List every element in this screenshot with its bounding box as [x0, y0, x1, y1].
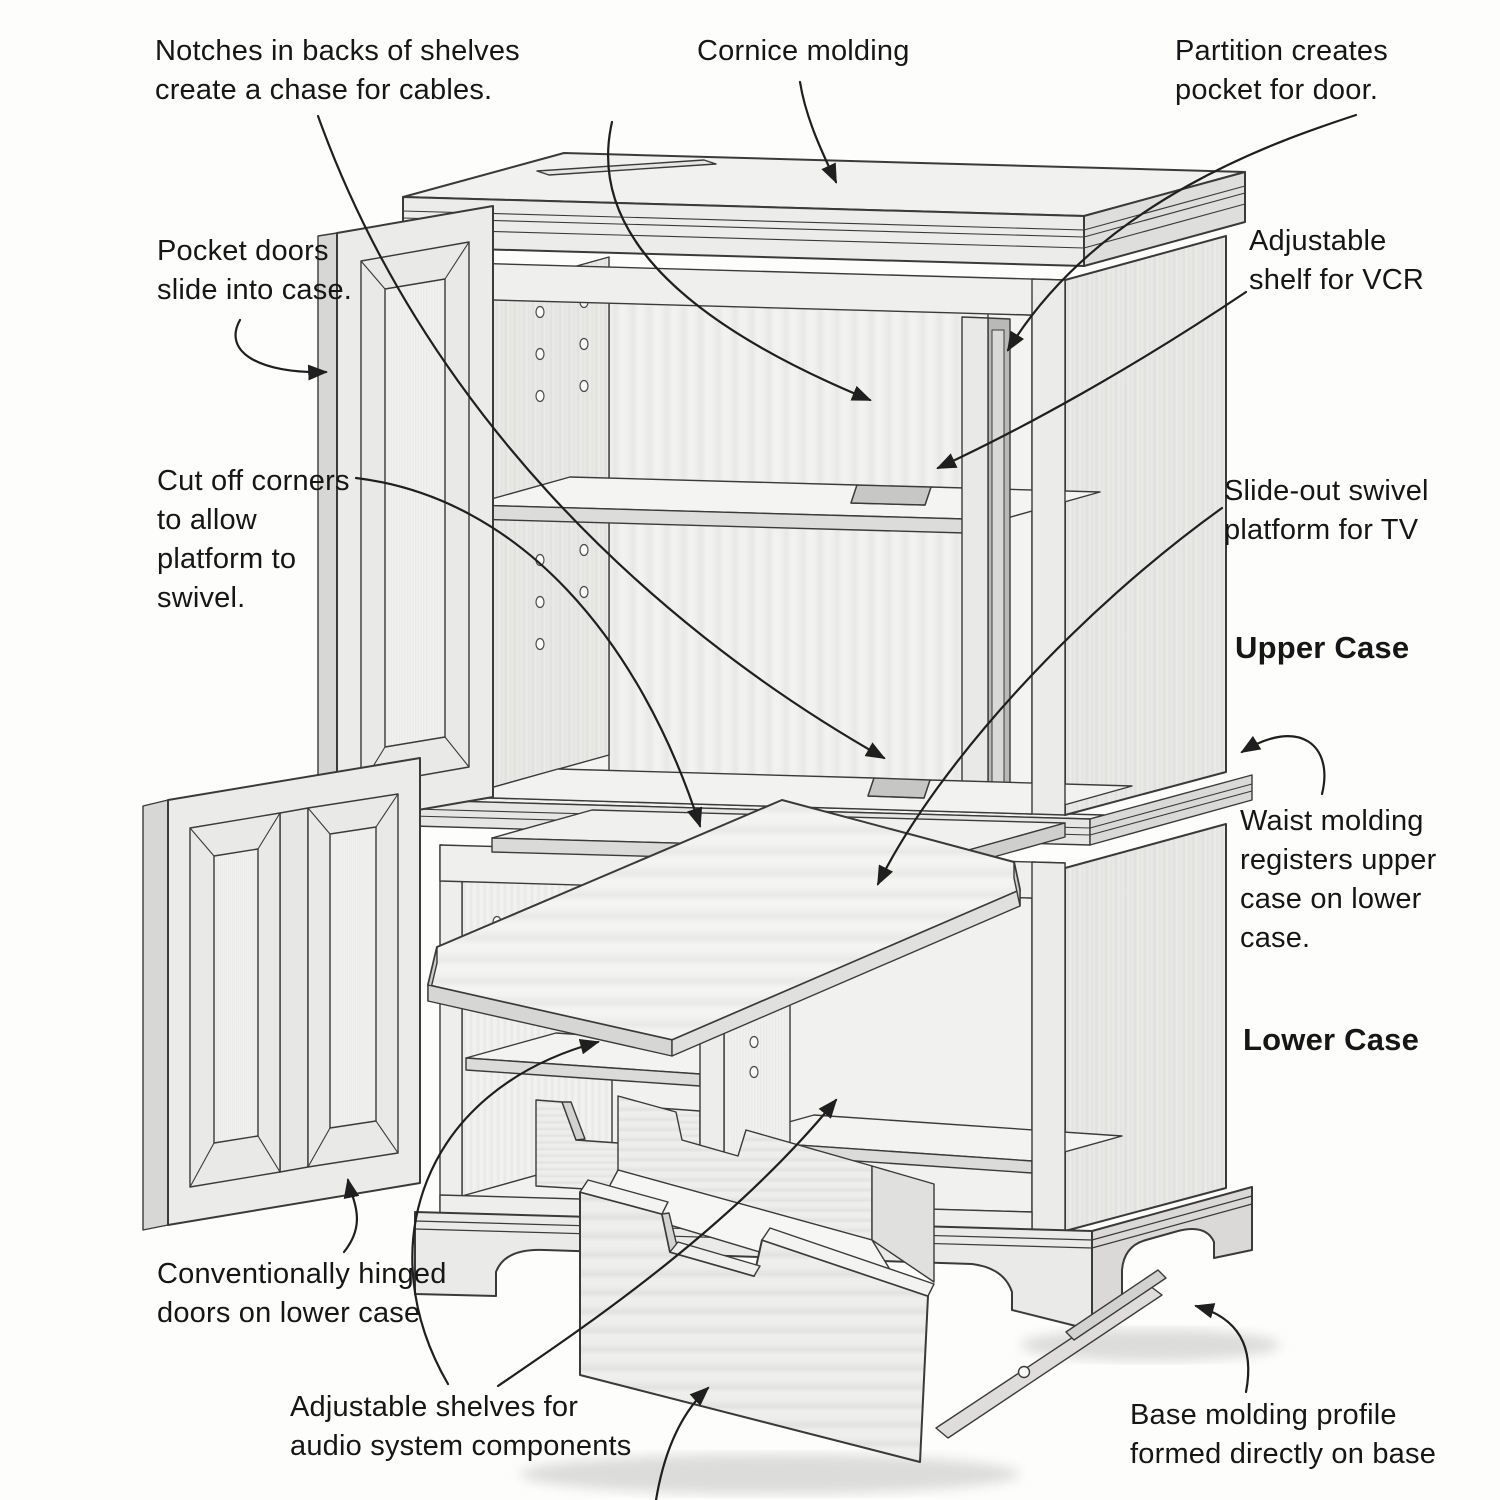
- leader-waist: [1240, 735, 1326, 796]
- label-audio-shelves: Adjustable shelves for audio system comp…: [290, 1388, 632, 1466]
- label-text-line: Slide-out swivel: [1224, 475, 1429, 507]
- label-partition: Partition creates pocket for door.: [1175, 32, 1388, 110]
- leader-base: [1194, 1303, 1250, 1394]
- lower-right-stile: [1031, 861, 1066, 1232]
- slide-screw-hole: [1017, 1365, 1031, 1379]
- upper-case-drawing: [317, 152, 1246, 828]
- hinged-door-panel-1-field: [213, 848, 259, 1144]
- label-text-line: formed directly on base: [1130, 1438, 1437, 1470]
- label-text-line: Pocket doors: [157, 235, 329, 267]
- label-vcr-shelf: Adjustable shelf for VCR: [1249, 222, 1424, 300]
- leader-cut-off: [354, 476, 703, 828]
- platform-cut-corner-right: [1013, 861, 1021, 907]
- label-text-line: to allow: [157, 504, 257, 536]
- leader-audio-2: [496, 1098, 838, 1388]
- label-text-line: Waist molding: [1240, 805, 1424, 837]
- label-text-line: registers upper: [1240, 844, 1437, 876]
- inner-drawer-notch-facet: [561, 1101, 586, 1141]
- waist-molding-side: [1089, 774, 1253, 846]
- leader-cornice: [798, 80, 838, 184]
- label-text-line: pocket for door.: [1175, 74, 1379, 106]
- label-text-line: shelf for VCR: [1249, 264, 1425, 296]
- pocket-door-slid-in-edge: [991, 329, 1005, 801]
- label-slide-out: Slide-out swivel platform for TV: [1224, 472, 1429, 550]
- label-cut-off: Cut off corners to allow platform to swi…: [157, 462, 350, 618]
- label-hinged-doors: Conventionally hinged doors on lower cas…: [157, 1255, 447, 1333]
- label-text-line: audio system components: [290, 1430, 632, 1462]
- cornice-molding-side: [1083, 171, 1246, 267]
- label-text-line: Notches in backs of shelves: [155, 35, 520, 67]
- label-base-molding: Base molding profile formed directly on …: [1130, 1396, 1436, 1474]
- label-pocket-doors: Pocket doors slide into case.: [157, 232, 352, 310]
- pulled-out-drawer: [520, 1095, 1167, 1494]
- drawer-slide-rail-upper: [1065, 1269, 1167, 1341]
- label-text-line: platform to: [157, 543, 297, 575]
- label-text-line: slide into case.: [157, 274, 353, 306]
- leader-pocket-doors: [234, 318, 328, 381]
- label-text-line: Cut off corners: [157, 465, 350, 497]
- label-text-line: case.: [1240, 922, 1311, 954]
- hinged-door-edge: [142, 799, 169, 1231]
- shelf-pin-holes-upper: [535, 295, 589, 651]
- lower-left-stile: [439, 844, 463, 1233]
- label-text-line: Adjustable shelves for: [290, 1391, 579, 1423]
- leader-notches-b: [316, 114, 886, 760]
- leader-notches-a: [606, 120, 872, 402]
- label-text-line: doors on lower case: [157, 1297, 421, 1329]
- section-label-lower-case: Lower Case: [1243, 1020, 1419, 1059]
- label-notches: Notches in backs of shelves create a cha…: [155, 32, 520, 110]
- leader-vcr-shelf: [936, 290, 1248, 470]
- label-text-line: case on lower: [1240, 883, 1422, 915]
- leader-lines: [234, 80, 1358, 1500]
- vcr-shelf-notch: [850, 484, 932, 506]
- label-text-line: create a chase for cables.: [155, 74, 493, 106]
- lower-right-side-panel: [1064, 823, 1227, 1232]
- leader-hinged: [342, 1178, 360, 1254]
- fixed-shelf-notch: [867, 777, 931, 799]
- drawer-notch-bottom: [669, 1241, 761, 1277]
- leader-slide-out: [876, 506, 1224, 886]
- label-text-line: Lower Case: [1243, 1022, 1420, 1057]
- label-text-line: Base molding profile: [1130, 1399, 1397, 1431]
- pocket-door-open: [317, 205, 494, 828]
- label-text-line: Conventionally hinged: [157, 1258, 447, 1290]
- drawer-shadow: [520, 1454, 1020, 1494]
- upper-right-stile: [1031, 278, 1066, 816]
- drawer-side-right: [871, 1165, 935, 1283]
- drawer-front-top-edge-right: [761, 1227, 935, 1297]
- label-text-line: Upper Case: [1235, 630, 1410, 665]
- hinged-door-panel-2-field: [329, 826, 377, 1129]
- platform-assembly: [427, 799, 1066, 1057]
- hinged-door-open: [142, 757, 421, 1231]
- cornice-top-strip: [536, 159, 717, 176]
- drawer-front-top-edge-left: [579, 1179, 669, 1215]
- label-text-line: Adjustable: [1249, 225, 1387, 257]
- leader-partition: [1006, 113, 1358, 352]
- label-text-line: platform for TV: [1224, 514, 1419, 546]
- label-text-line: swivel.: [157, 582, 246, 614]
- base-molding-side: [1091, 1186, 1253, 1331]
- upper-right-side-panel: [1064, 235, 1227, 816]
- hinged-door-center-stile: [279, 807, 309, 1173]
- label-waist-molding: Waist molding registers upper case on lo…: [1240, 802, 1436, 958]
- leader-audio-1: [411, 1039, 600, 1386]
- label-cornice: Cornice molding: [697, 32, 910, 71]
- leader-drawer: [654, 1386, 710, 1500]
- upper-back-panel: [608, 299, 989, 807]
- label-text-line: Cornice molding: [697, 35, 910, 67]
- label-text-line: Partition creates: [1175, 35, 1388, 67]
- section-label-upper-case: Upper Case: [1235, 628, 1409, 667]
